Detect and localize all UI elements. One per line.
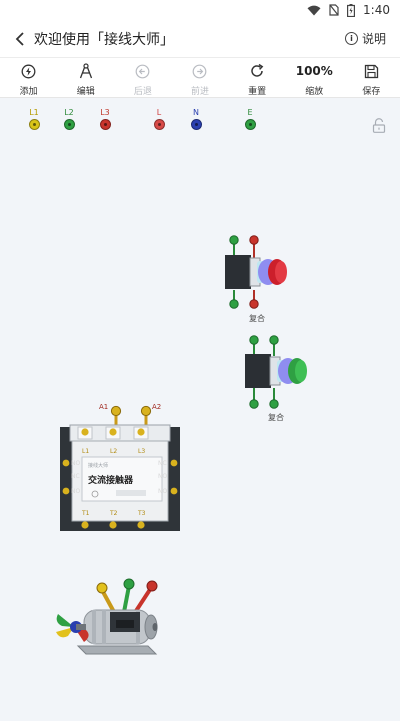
zoom-button[interactable]: 100% 缩放 — [286, 58, 343, 97]
side-label: NC — [158, 460, 167, 467]
wifi-icon — [307, 5, 321, 16]
save-label: 保存 — [362, 87, 381, 97]
button-caption: 复合 — [268, 413, 284, 422]
terminal-l1[interactable]: L1 — [22, 108, 46, 130]
battery-icon — [347, 3, 356, 17]
ac-contactor[interactable]: A1 A2 L1 L2 L3 接线大师 交流接触器 T1 T2 T3 NO — [54, 401, 186, 543]
zoom-value: 100% — [295, 64, 333, 78]
side-label: NO — [158, 488, 167, 495]
add-button[interactable]: 添加 — [0, 58, 57, 97]
bottom-label-t3: T3 — [137, 510, 146, 517]
chevron-left-icon — [15, 31, 24, 46]
terminal-dot[interactable] — [28, 119, 40, 130]
help-button[interactable]: i 说明 — [344, 30, 386, 47]
help-label: 说明 — [361, 32, 386, 46]
redo-button[interactable]: 前进 — [171, 58, 228, 97]
terminal-dot[interactable] — [63, 119, 75, 130]
composite-button-green[interactable] — [240, 334, 314, 418]
terminal-l[interactable]: L — [147, 108, 171, 130]
terminal-l2[interactable]: L2 — [57, 108, 81, 130]
contactor-brand: 接线大师 — [88, 462, 108, 469]
terminal-dot[interactable] — [153, 119, 165, 130]
terminal-e[interactable]: E — [238, 108, 262, 130]
info-icon: i — [344, 32, 358, 45]
contactor-name: 交流接触器 — [88, 474, 134, 486]
terminal-l3[interactable]: L3 — [93, 108, 117, 130]
edit-icon — [79, 62, 93, 80]
terminal-label: E — [247, 108, 253, 117]
reset-label: 重置 — [248, 87, 267, 97]
wiring-canvas[interactable]: L1 L2 L3 L N E 复合 — [0, 98, 400, 721]
button-caption: 复合 — [249, 314, 265, 323]
page-title: 欢迎使用「接线大师」 — [34, 31, 174, 48]
reset-button[interactable]: 重置 — [229, 58, 286, 97]
top-label-l2: L2 — [110, 448, 117, 455]
edit-button[interactable]: 编辑 — [57, 58, 114, 97]
undo-label: 后退 — [133, 87, 152, 97]
refresh-icon — [249, 62, 265, 80]
terminal-label: L — [156, 108, 162, 117]
terminal-label: L3 — [100, 108, 110, 117]
redo-icon — [192, 62, 207, 80]
unlock-icon[interactable] — [372, 118, 386, 137]
undo-icon — [135, 62, 150, 80]
terminal-dot[interactable] — [190, 119, 202, 130]
side-label: NO — [71, 460, 80, 467]
edit-label: 编辑 — [76, 87, 95, 97]
status-bar: 1:40 — [0, 0, 400, 20]
add-label: 添加 — [19, 87, 38, 97]
terminal-dot[interactable] — [99, 119, 111, 130]
app-bar: 欢迎使用「接线大师」 i 说明 — [0, 20, 400, 58]
coil-label-a2: A2 — [152, 403, 161, 411]
side-label: NO — [71, 488, 80, 495]
save-icon — [364, 62, 379, 80]
save-button[interactable]: 保存 — [343, 58, 400, 97]
composite-button-red[interactable] — [220, 234, 294, 324]
bottom-label-t2: T2 — [109, 510, 118, 517]
terminal-label: L1 — [29, 108, 39, 117]
top-label-l3: L3 — [138, 448, 145, 455]
redo-label: 前进 — [190, 87, 209, 97]
no-sim-icon — [329, 4, 339, 16]
terminal-n[interactable]: N — [184, 108, 208, 130]
side-label: NO — [158, 473, 167, 480]
coil-label-a1: A1 — [99, 403, 108, 411]
undo-button[interactable]: 后退 — [114, 58, 171, 97]
top-label-l1: L1 — [82, 448, 89, 455]
three-phase-motor[interactable] — [52, 576, 164, 662]
bottom-label-t1: T1 — [81, 510, 90, 517]
status-time: 1:40 — [363, 3, 390, 17]
zoom-label: 缩放 — [305, 87, 324, 97]
add-icon — [21, 62, 36, 80]
terminal-label: L2 — [64, 108, 74, 117]
back-button[interactable] — [6, 20, 34, 58]
toolbar: 添加 编辑 后退 前进 重置 100% 缩放 保存 — [0, 58, 400, 98]
side-label: NC — [71, 473, 80, 480]
terminal-dot[interactable] — [244, 119, 256, 130]
terminal-label: N — [193, 108, 199, 117]
